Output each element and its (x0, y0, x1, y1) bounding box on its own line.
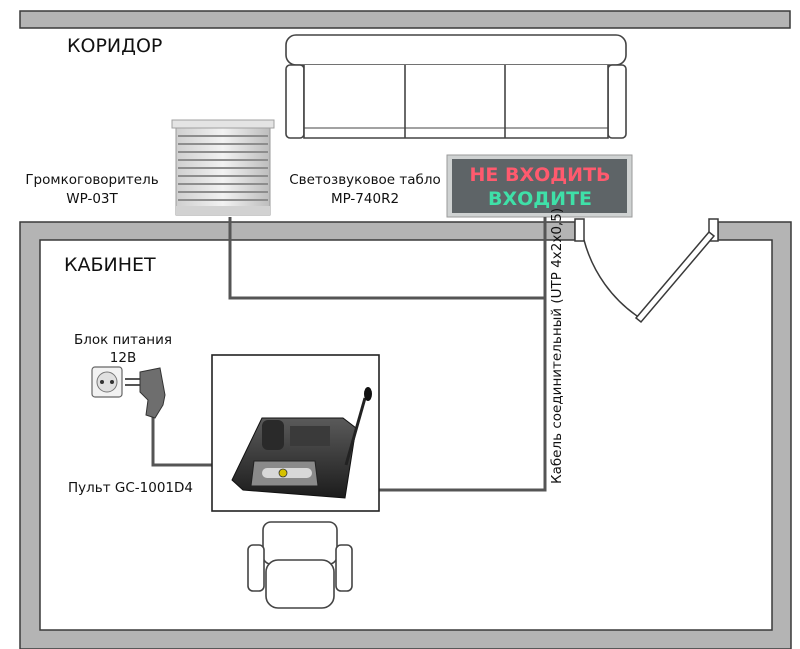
board-label-model: MP-740R2 (331, 191, 399, 207)
console-photo (211, 354, 380, 512)
speaker-label-model: WP-03T (66, 191, 118, 207)
psu-label-voltage: 12В (110, 350, 136, 366)
office-walls (19, 218, 792, 649)
sign-text-no-entry: НЕ ВХОДИТЬ (469, 164, 610, 186)
sofa (285, 34, 627, 139)
speaker-icon (171, 119, 275, 216)
door (583, 230, 716, 324)
power-adapter-icon (125, 367, 166, 419)
power-socket-icon (91, 366, 123, 398)
corridor-top-wall (19, 10, 791, 29)
board-label-name: Светозвуковое табло (289, 172, 441, 188)
chair (247, 521, 353, 609)
corridor-label: КОРИДОР (67, 35, 162, 57)
cables (151, 217, 547, 492)
cable-label: Кабель соединительный (UTP 4x2x0,5) (549, 208, 565, 484)
speaker-label-name: Громкоговоритель (25, 172, 158, 188)
console-label: Пульт GC-1001D4 (68, 480, 193, 496)
office-label: КАБИНЕТ (64, 254, 156, 276)
sign-text-enter: ВХОДИТЕ (488, 188, 592, 210)
psu-label-name: Блок питания (74, 332, 172, 348)
led-sign-icon: НЕ ВХОДИТЬ ВХОДИТЕ (446, 154, 633, 218)
